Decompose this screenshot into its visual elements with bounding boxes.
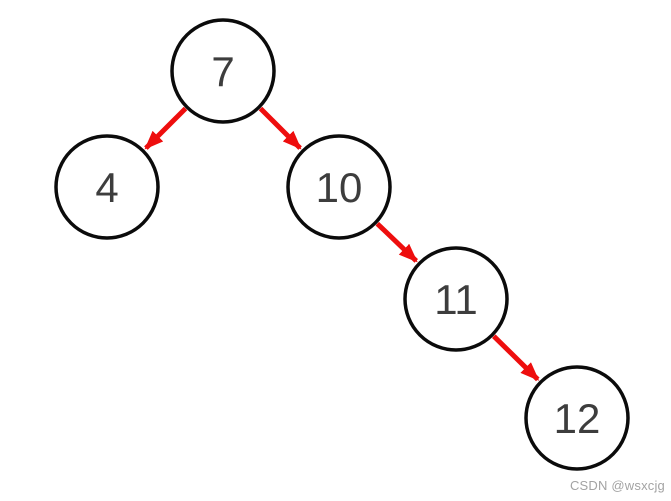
tree-node-4: 4 [54, 134, 160, 240]
tree-node-11: 11 [403, 246, 509, 352]
tree-node-7: 7 [170, 18, 276, 124]
node-circle-11 [403, 246, 509, 352]
node-circle-12 [524, 365, 630, 471]
edge-7-10 [258, 106, 302, 150]
edge-10-11 [375, 221, 418, 263]
node-label-12: 12 [554, 395, 601, 442]
edge-7-4 [144, 106, 188, 150]
nodes-layer: 7 4 10 11 12 [54, 18, 630, 471]
node-label-10: 10 [316, 164, 363, 211]
node-circle-10 [286, 134, 392, 240]
node-label-11: 11 [434, 276, 478, 323]
edge-11-12 [492, 334, 540, 382]
tree-node-10: 10 [286, 134, 392, 240]
node-circle-7 [170, 18, 276, 124]
tree-node-12: 12 [524, 365, 630, 471]
watermark: CSDN @wsxcjg [569, 478, 665, 493]
node-circle-4 [54, 134, 160, 240]
node-label-7: 7 [211, 48, 234, 95]
node-label-4: 4 [95, 164, 118, 211]
edges-layer [144, 106, 540, 382]
